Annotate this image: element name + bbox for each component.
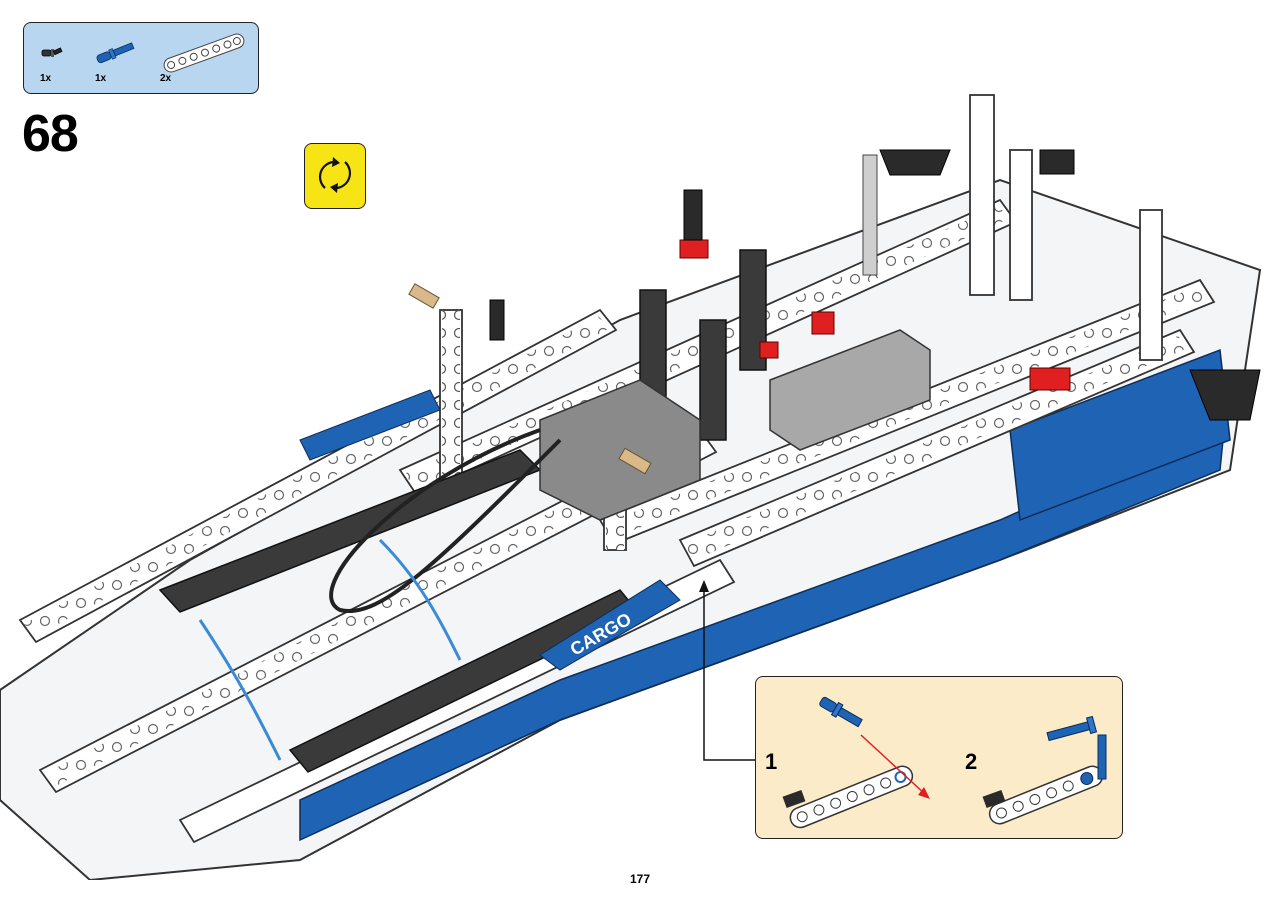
sub-step-1-illustration xyxy=(782,696,930,829)
step-number: 68 xyxy=(22,105,79,163)
model-illustration: CARGO xyxy=(0,94,1262,880)
blue-axle-pin-icon xyxy=(96,42,135,64)
sub-step-2-illustration xyxy=(982,715,1107,825)
rotate-model-icon xyxy=(318,157,352,193)
part-qty: 1x xyxy=(95,73,107,84)
page-number: 177 xyxy=(629,872,651,886)
parts-list: 1x 1x 2x xyxy=(23,22,259,94)
white-beam-icon xyxy=(163,33,245,73)
part-qty: 1x xyxy=(40,73,52,84)
sub-step-label: 2 xyxy=(965,749,978,774)
sub-assembly-callout: 1 2 xyxy=(755,676,1123,839)
sub-step-label: 1 xyxy=(765,749,778,774)
rotate-indicator xyxy=(304,143,366,209)
black-friction-axle-pin-icon xyxy=(41,47,63,57)
part-qty: 2x xyxy=(160,73,172,84)
